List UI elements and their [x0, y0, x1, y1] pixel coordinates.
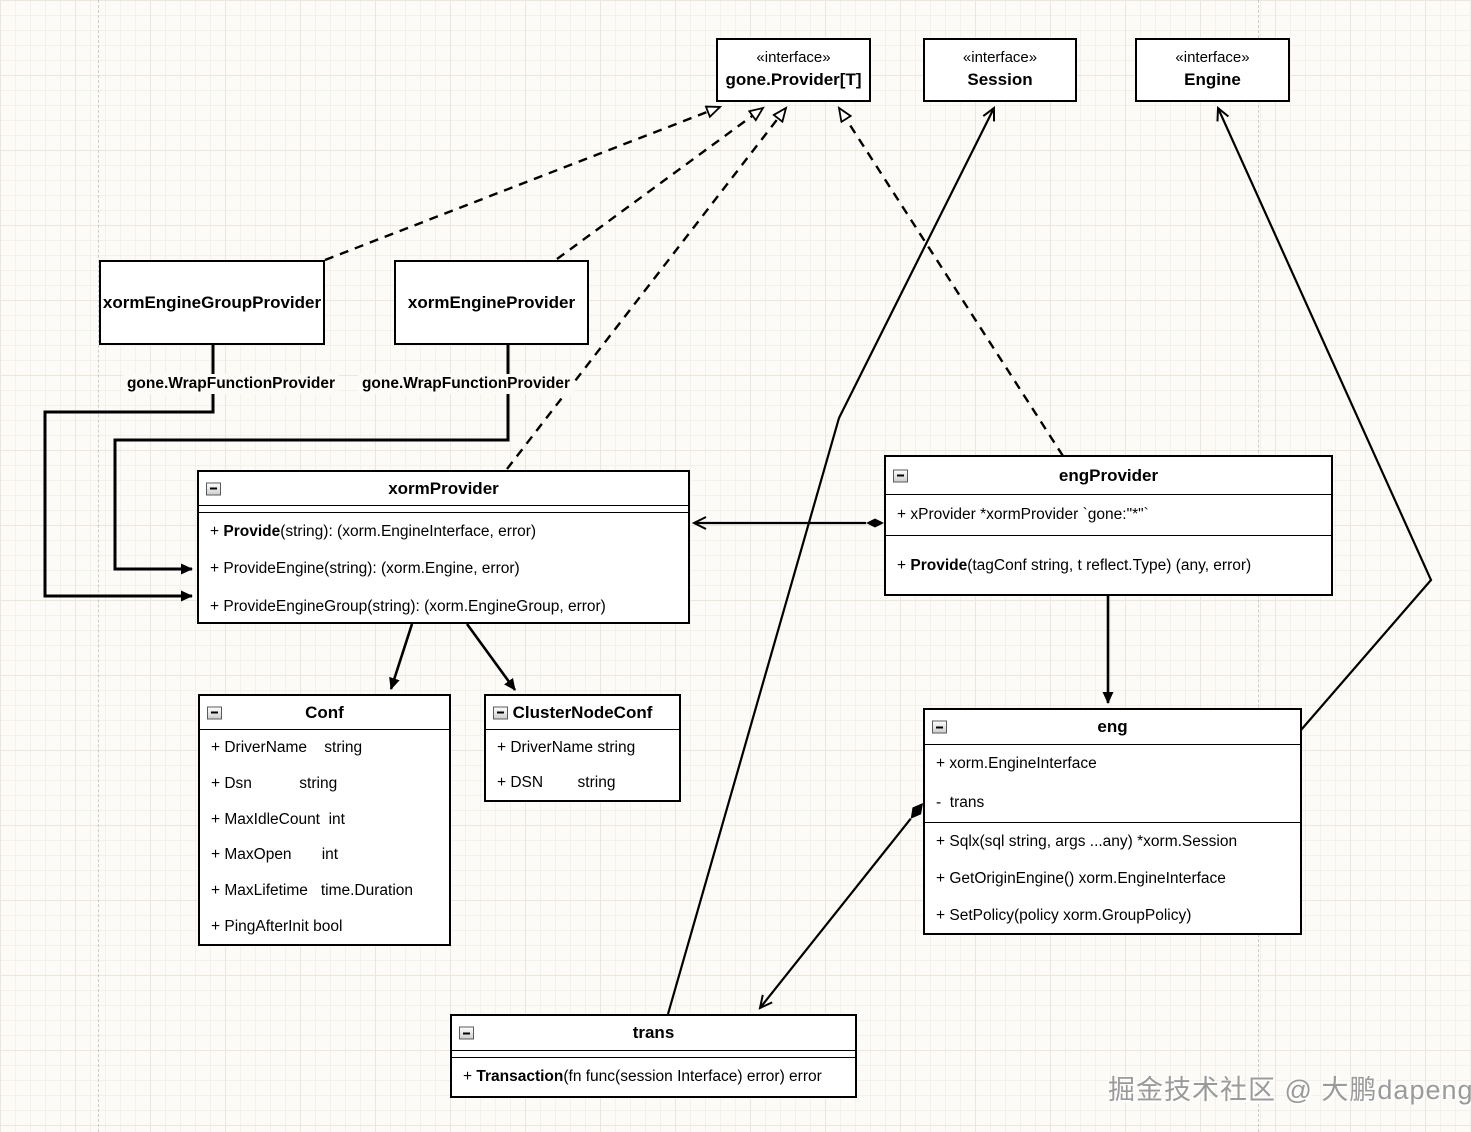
minus-icon	[211, 711, 218, 714]
class-title: engProvider	[1058, 465, 1159, 485]
class-trans: trans + Transaction(fn func(session Inte…	[450, 1014, 857, 1098]
edge-eng-to-trans	[758, 818, 912, 1010]
interface-gone-provider: «interface» gone.Provider[T]	[716, 38, 871, 102]
class-member: + MaxIdleCount int	[211, 810, 345, 828]
edge-eng-to-engine	[1216, 105, 1433, 731]
class-title-bar: engProvider	[886, 457, 1331, 495]
edge-engineprovider-realizes-provider	[556, 108, 763, 260]
wrap-function-label-group: gone.WrapFunctionProvider	[122, 374, 340, 394]
stereotype-label: «interface»	[1175, 49, 1250, 67]
class-title: eng	[1097, 717, 1128, 736]
class-member: + ProvideEngineGroup(string): (xorm.Engi…	[210, 598, 606, 616]
collapse-button[interactable]	[493, 706, 508, 719]
methods-section: + Provide(string): (xorm.EngineInterface…	[199, 513, 688, 626]
composition-diamond-engprovider	[866, 518, 884, 528]
collapse-button[interactable]	[893, 469, 908, 482]
collapse-button[interactable]	[932, 720, 947, 734]
box-label: xormEngineProvider	[407, 292, 576, 312]
edge-xormprovider-to-conf	[389, 623, 414, 690]
class-conf: Conf + DriverName string + Dsn string + …	[198, 694, 451, 946]
class-title: xormProvider	[388, 478, 499, 498]
class-member: + xProvider *xormProvider `gone:"*"`	[897, 506, 1149, 523]
class-title: ClusterNodeConf	[512, 702, 653, 722]
box-xormenginegroupprovider: xormEngineGroupProvider	[99, 260, 325, 345]
class-member: + DSN string	[497, 774, 616, 792]
class-title-bar: ClusterNodeConf	[486, 696, 679, 730]
class-title-bar: eng	[925, 710, 1300, 745]
class-title-bar: trans	[452, 1016, 855, 1051]
interface-engine: «interface» Engine	[1135, 38, 1290, 102]
stereotype-label: «interface»	[962, 49, 1038, 67]
methods-section: + Provide(tagConf string, t reflect.Type…	[886, 535, 1331, 596]
class-member: + MaxLifetime time.Duration	[211, 882, 414, 900]
class-member: + Dsn string	[211, 774, 338, 792]
stereotype-label: «interface»	[756, 49, 831, 67]
fields-section: + DriverName string + Dsn string + MaxId…	[200, 730, 449, 945]
edge-engprovider-realizes-provider	[839, 108, 1065, 457]
composition-diamond-eng	[910, 803, 923, 819]
class-member: - trans	[936, 793, 985, 811]
separator	[452, 1051, 855, 1058]
fields-section: + xProvider *xormProvider `gone:"*"`	[886, 495, 1331, 535]
class-xormprovider: xormProvider + Provide(string): (xorm.En…	[197, 470, 690, 624]
class-title-bar: Conf	[200, 696, 449, 730]
class-member: + MaxOpen int	[211, 846, 339, 864]
minus-icon	[210, 487, 217, 490]
class-member: + Sqlx(sql string, args ...any) *xorm.Se…	[936, 832, 1238, 850]
class-member: + SetPolicy(policy xorm.GroupPolicy)	[936, 907, 1192, 925]
fields-section: + xorm.EngineInterface - trans	[925, 745, 1300, 822]
edge-engineprovider-to-provideengine	[113, 345, 510, 575]
class-member: + Provide(tagConf string, t reflect.Type…	[897, 557, 1252, 574]
class-member: + Provide(string): (xorm.EngineInterface…	[210, 522, 537, 540]
collapse-button[interactable]	[459, 1026, 474, 1040]
class-title-bar: xormProvider	[199, 472, 688, 506]
class-member: + DriverName string	[497, 738, 636, 756]
box-label: xormEngineGroupProvider	[102, 292, 322, 312]
interface-name: Engine	[1184, 69, 1241, 89]
methods-section: + Transaction(fn func(session Interface)…	[452, 1058, 855, 1096]
class-member: + Transaction(fn func(session Interface)…	[463, 1068, 822, 1085]
class-clusternodeconf: ClusterNodeConf + DriverName string + DS…	[484, 694, 681, 802]
class-engprovider: engProvider + xProvider *xormProvider `g…	[884, 455, 1333, 596]
methods-section: + Sqlx(sql string, args ...any) *xorm.Se…	[925, 822, 1300, 935]
class-eng: eng + xorm.EngineInterface - trans + Sql…	[923, 708, 1302, 935]
minus-icon	[463, 1032, 470, 1034]
collapse-button[interactable]	[206, 482, 221, 495]
class-title: Conf	[305, 702, 344, 722]
interface-name: Session	[967, 69, 1033, 89]
edge-groupprovider-realizes-provider	[324, 107, 720, 262]
class-member: + PingAfterInit bool	[211, 918, 343, 936]
minus-icon	[897, 474, 904, 477]
edge-xormprovider-to-clusternodeconf	[465, 623, 517, 691]
wrap-function-label-engine: gone.WrapFunctionProvider	[357, 374, 575, 394]
interface-name: gone.Provider[T]	[725, 69, 862, 89]
interface-session: «interface» Session	[923, 38, 1077, 102]
class-member: + DriverName string	[211, 738, 363, 756]
edge-xormprovider-realizes-provider	[506, 108, 786, 470]
class-member: + ProvideEngine(string): (xorm.Engine, e…	[210, 560, 520, 578]
edge-trans-to-session	[666, 106, 995, 1015]
box-xormengineprovider: xormEngineProvider	[394, 260, 589, 345]
fields-section: + DriverName string + DSN string	[486, 730, 679, 801]
collapse-button[interactable]	[207, 706, 222, 719]
minus-icon	[936, 726, 943, 728]
page-guide-left	[98, 0, 99, 1132]
class-member: + GetOriginEngine() xorm.EngineInterface	[936, 869, 1226, 887]
class-title: trans	[632, 1023, 675, 1042]
minus-icon	[497, 711, 504, 714]
separator	[199, 506, 688, 513]
watermark-text: 掘金技术社区 @ 大鹏dapeng	[1108, 1075, 1471, 1105]
class-member: + xorm.EngineInterface	[936, 755, 1097, 773]
